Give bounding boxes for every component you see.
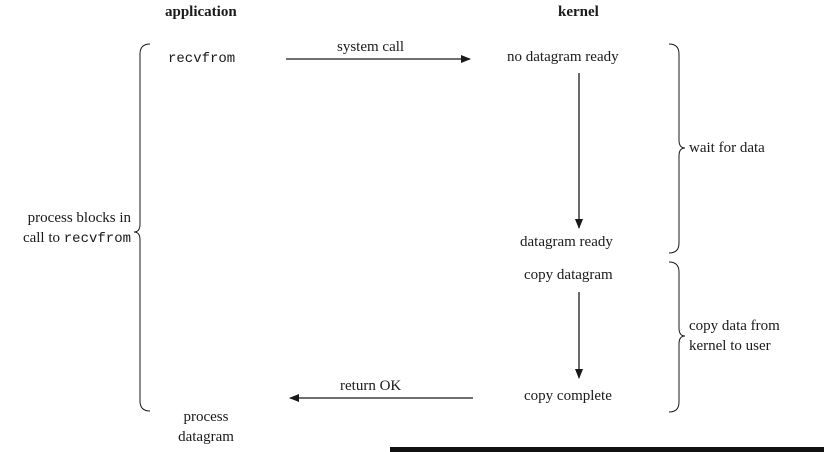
process-label-line1: process xyxy=(183,409,229,425)
copy-datagram: copy datagram xyxy=(524,267,613,283)
copy-data-label-line1: copy data from xyxy=(689,318,780,334)
datagram-ready: datagram ready xyxy=(520,234,613,250)
copy-data-label-line2: kernel to user xyxy=(689,338,771,354)
wait-brace xyxy=(668,43,686,254)
left-brace xyxy=(133,43,151,412)
process-blocks-label-line2: call to recvfrom xyxy=(22,230,131,247)
copy-brace xyxy=(668,261,686,413)
bottom-bar xyxy=(390,447,824,452)
recvfrom-call: recvfrom xyxy=(168,51,236,67)
system-call-label: system call xyxy=(337,39,405,55)
copy-complete: copy complete xyxy=(524,388,612,404)
process-blocks-label-line1: process blocks in xyxy=(27,210,131,226)
return-ok-label: return OK xyxy=(340,378,402,394)
application-header: application xyxy=(165,4,237,20)
process-label-line2: datagram xyxy=(178,429,234,445)
wait-for-data-label: wait for data xyxy=(689,140,765,156)
kernel-header: kernel xyxy=(558,4,599,20)
no-datagram-ready: no datagram ready xyxy=(507,49,619,65)
